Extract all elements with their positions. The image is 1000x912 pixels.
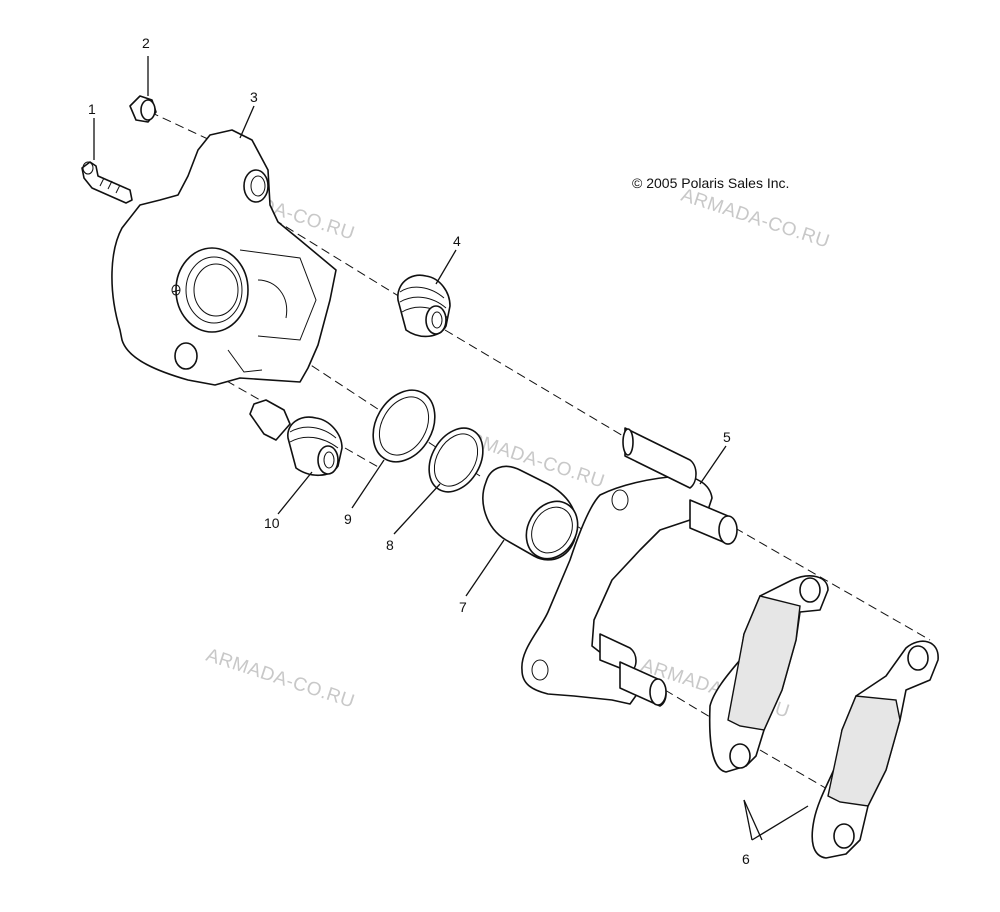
caliper-body — [111, 129, 337, 386]
copyright-text: © 2005 Polaris Sales Inc. — [632, 175, 789, 191]
bleeder-cap — [129, 95, 157, 123]
piston-seal-inner — [428, 427, 484, 493]
callout-6: 6 — [742, 851, 750, 867]
brake-pad-inner — [708, 575, 829, 773]
callout-5: 5 — [723, 429, 731, 445]
piston-seal-outer — [372, 389, 436, 463]
caliper-piston — [482, 465, 579, 561]
callout-1: 1 — [88, 101, 96, 117]
callout-7: 7 — [459, 599, 467, 615]
callout-2: 2 — [142, 35, 150, 51]
pin-boot-upper — [397, 274, 451, 338]
callout-8: 8 — [386, 537, 394, 553]
caliper-bracket — [521, 427, 738, 707]
brake-pad-outer — [811, 640, 939, 859]
watermark: ARMADA-CO.RU — [678, 185, 832, 253]
callout-4: 4 — [453, 233, 461, 249]
watermark: ARMADA-CO.RU — [203, 645, 357, 713]
leader-lines — [93, 56, 809, 841]
callout-10: 10 — [264, 515, 280, 531]
callout-9: 9 — [344, 511, 352, 527]
assembly-lines — [149, 111, 931, 809]
callout-3: 3 — [250, 89, 258, 105]
bleeder-screw — [81, 161, 133, 204]
pin-boot-lower — [249, 399, 343, 477]
callouts: 1 2 3 4 5 6 7 8 9 10 — [88, 35, 750, 867]
